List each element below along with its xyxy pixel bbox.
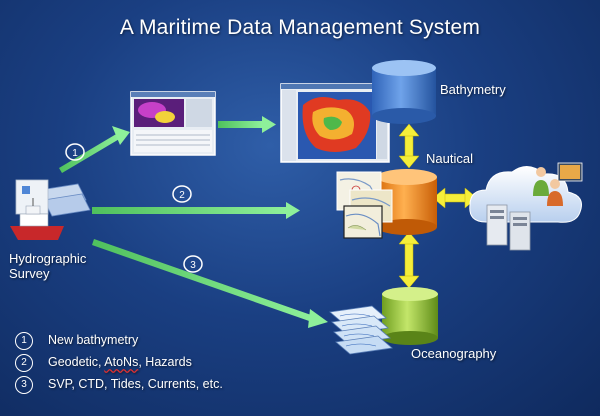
legend-label-2: Geodetic, AtoNs, Hazards [48,355,192,369]
flow-number-2: 2 [172,185,192,203]
diagram-title: A Maritime Data Management System [119,16,481,39]
bathymetry-database [372,60,436,124]
flow-arrow-1 [59,126,130,173]
users-icon [533,162,583,206]
hydrographic-label-line2: Survey [9,266,50,281]
svg-text:3: 3 [190,260,196,271]
legend-number-1: 1 [15,332,33,350]
nautical-label: Nautical [426,151,473,166]
hydrographic-survey-label: Hydrographic Survey [9,251,86,281]
svg-text:2: 2 [179,190,185,201]
ocean-layers-icon [329,305,393,355]
oceanography-database [382,287,438,345]
flow-arrow-1b [218,116,276,133]
flow-arrow-2 [92,202,300,219]
processing-screenshot [130,91,216,156]
svg-text:1: 1 [72,148,78,159]
server-icon [486,204,531,251]
spellcheck-flagged-word: AtoNs [104,355,139,369]
link-arrow-bathy-nautical [398,123,420,169]
bathymetry-label: Bathymetry [440,82,506,97]
legend-number-2: 2 [15,354,33,372]
survey-ship-icon [10,179,91,240]
flow-arrow-3 [92,239,328,328]
legend-label-1: New bathymetry [48,333,139,347]
legend-label-3: SVP, CTD, Tides, Currents, etc. [48,377,223,391]
hydrographic-label-line1: Hydrographic [9,251,87,266]
link-arrow-nautical-ocean [398,231,420,289]
chart-layers-icon [336,171,393,239]
bathymetry-viewer-screenshot [280,83,390,163]
flow-number-3: 3 [183,255,203,273]
oceanography-label: Oceanography [411,346,497,361]
legend-number-3: 3 [15,376,33,394]
flow-number-1: 1 [65,143,85,161]
